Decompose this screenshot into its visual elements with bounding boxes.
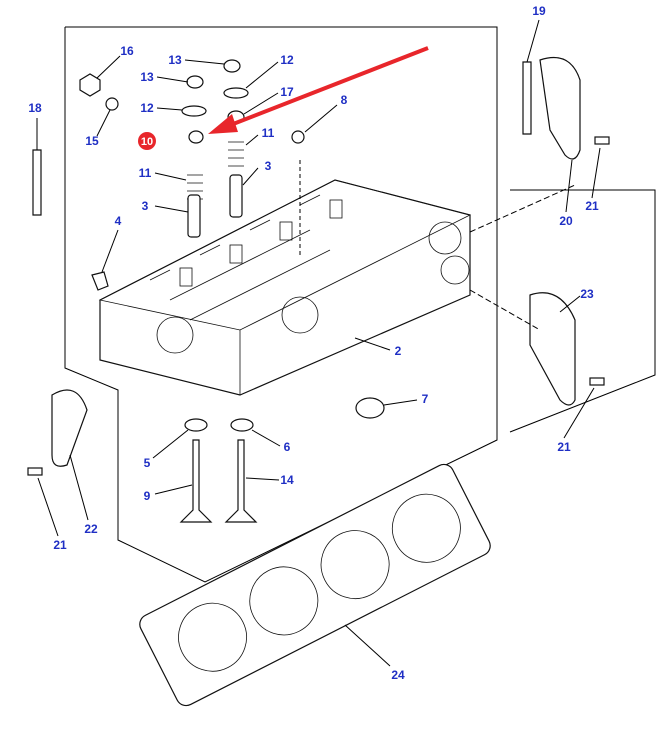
callout: 7 bbox=[422, 392, 429, 406]
callout: 11 bbox=[262, 126, 275, 140]
head-gasket bbox=[139, 463, 491, 707]
callout: 22 bbox=[84, 522, 98, 536]
callout: 13 bbox=[168, 53, 182, 67]
callout: 17 bbox=[280, 85, 294, 99]
callout-highlighted: 10 bbox=[141, 136, 153, 148]
callout: 5 bbox=[144, 456, 151, 470]
callout: 14 bbox=[280, 473, 294, 487]
bracket-frame bbox=[509, 189, 656, 433]
callout-labels: 16 15 13 13 12 12 17 10 11 8 11 3 3 4 18… bbox=[28, 4, 599, 682]
callout: 4 bbox=[115, 214, 122, 228]
highlight-arrow bbox=[208, 46, 429, 134]
highlight-circle bbox=[138, 132, 156, 150]
assembly-frame bbox=[64, 26, 498, 583]
cylinder-head bbox=[98, 179, 472, 396]
callout: 12 bbox=[280, 53, 294, 67]
callout: 8 bbox=[341, 93, 348, 107]
callout: 13 bbox=[140, 70, 154, 84]
callout: 3 bbox=[142, 199, 149, 213]
callout: 3 bbox=[265, 159, 272, 173]
callout: 2 bbox=[395, 344, 402, 358]
callout: 21 bbox=[557, 440, 571, 454]
callout: 6 bbox=[284, 440, 291, 454]
callout: 21 bbox=[53, 538, 67, 552]
callout: 9 bbox=[144, 489, 151, 503]
callout: 21 bbox=[585, 199, 599, 213]
valve-components bbox=[27, 56, 610, 523]
leader-lines bbox=[36, 19, 601, 667]
callout: 15 bbox=[85, 134, 99, 148]
callout: 16 bbox=[120, 44, 134, 58]
callout: 12 bbox=[140, 101, 154, 115]
callout: 18 bbox=[28, 101, 42, 115]
callout: 11 bbox=[139, 166, 152, 180]
callout: 24 bbox=[391, 668, 405, 682]
callout: 20 bbox=[559, 214, 573, 228]
callout: 23 bbox=[580, 287, 594, 301]
callout: 19 bbox=[532, 4, 546, 18]
